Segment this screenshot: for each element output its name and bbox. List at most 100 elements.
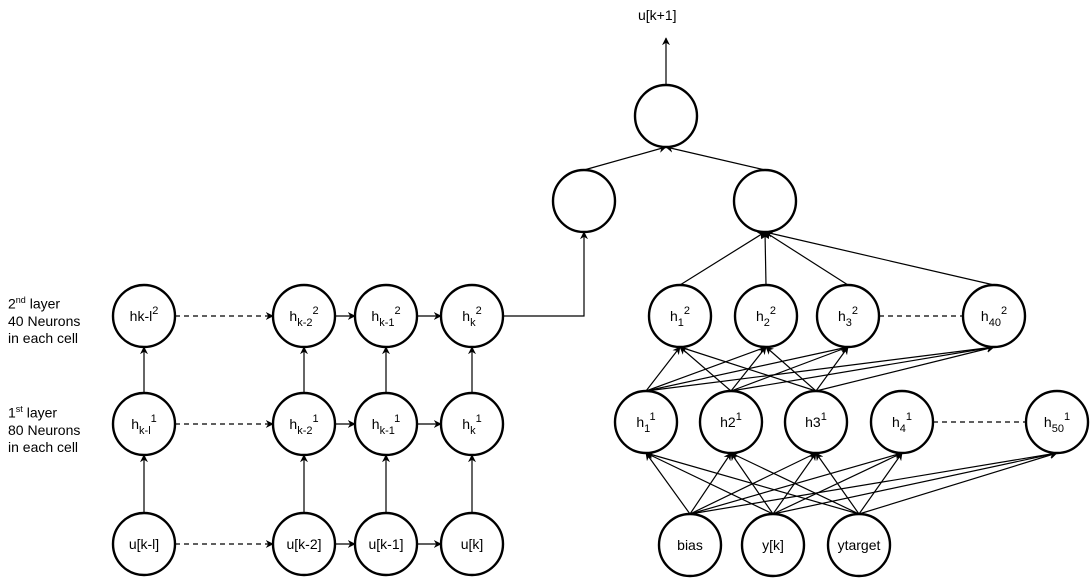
layer2-label-line1: 2nd layer [8, 295, 61, 312]
node-circle [439, 391, 505, 457]
node-hk2_1: hk-21 [271, 391, 337, 457]
node-merge_right [732, 168, 798, 234]
layer1-label-line2: 80 Neurons [8, 421, 81, 438]
node-label: hk-11 [372, 413, 400, 437]
node-h50_1: h501 [1024, 389, 1090, 455]
node-circle [815, 283, 881, 349]
node-h4_1: h41 [869, 389, 935, 455]
node-hk2_2: hk-22 [271, 283, 337, 349]
node-circle [111, 391, 177, 457]
layer2-label: 2nd layer 40 Neurons in each cell [8, 292, 80, 347]
node-h1_2: h12 [647, 283, 713, 349]
edge-h3_1-to-h40_2 [815, 344, 995, 392]
node-circle [740, 512, 806, 578]
edge-h2_1-to-h1_2 [679, 346, 732, 392]
edge-h1_1-to-h1_2 [645, 346, 681, 392]
node-label: h32 [838, 305, 858, 329]
layer2-label-line3: in each cell [8, 329, 79, 346]
node-circle [271, 391, 337, 457]
node-circle [111, 511, 177, 577]
edge-merge-right-to-output [665, 144, 766, 171]
node-label: u[k-l] [129, 536, 159, 552]
node-circle [353, 391, 419, 457]
edge-bias-to-h1_1 [645, 452, 691, 515]
edge-merge-left-to-output [583, 145, 667, 171]
layer1-label: 1st layer 80 Neurons in each cell [8, 401, 80, 456]
nodes-group: hk-l2 hk-22 hk-12 hk2 hk-l1 hk-21 hk-11 hk1 u[k-… [111, 83, 1090, 578]
output-label: u[k+1] [638, 7, 677, 23]
node-circle [439, 511, 505, 577]
edge-h2_1-to-h40_2 [730, 344, 995, 392]
edge-ytarget-to-h4_1 [858, 452, 903, 515]
node-circle [698, 389, 764, 455]
edge-yk-to-h1_1 [645, 452, 774, 515]
node-h1_1: h11 [613, 389, 679, 455]
node-h3_1: h31 [783, 389, 849, 455]
node-circle [353, 283, 419, 349]
node-label: ytarget [838, 537, 881, 553]
edges-group [140, 37, 1058, 548]
node-label: h22 [756, 305, 776, 329]
node-circle [439, 283, 505, 349]
node-hkl1: hk-l1 [111, 391, 177, 457]
node-label: hk-21 [289, 413, 318, 437]
layer2-label-line2: 40 Neurons [8, 312, 81, 329]
node-label: h501 [1044, 411, 1070, 435]
node-circle [733, 283, 799, 349]
node-h2_1: h21 [698, 389, 764, 455]
edge-bias-to-h50_1 [689, 450, 1058, 515]
node-hk_1: hk1 [439, 391, 505, 457]
edge-ytarget-to-h2_1 [730, 452, 860, 515]
node-label: hk-l1 [131, 413, 157, 437]
edge-h3_1-to-h1_2 [679, 345, 817, 392]
edge-h1_1-to-h40_2 [645, 343, 995, 392]
node-label: u[k-2] [286, 536, 321, 552]
node-label: h402 [981, 305, 1007, 329]
edge-h3_2-to-merge_right [764, 231, 849, 286]
node-uk1: u[k-1] [353, 511, 419, 577]
node-circle [1024, 389, 1090, 455]
edge-hk2-to-merge-left [503, 231, 588, 317]
node-label: h11 [636, 411, 655, 435]
node-ytarget: ytarget [826, 512, 892, 578]
node-circle [732, 168, 798, 234]
node-circle [353, 511, 419, 577]
edge-h2_2-to-merge_right [761, 231, 770, 286]
edge-h40_2-to-merge_right [764, 229, 995, 286]
edge-h1_2-to-merge_right [679, 231, 766, 286]
node-hk_2: hk2 [439, 283, 505, 349]
node-label: hk1 [462, 413, 481, 437]
node-bias: bias [657, 512, 723, 578]
node-circle [633, 83, 699, 149]
layer1-label-line3: in each cell [8, 438, 79, 455]
node-label: hk2 [462, 305, 481, 329]
node-hk1_1: hk-11 [353, 391, 419, 457]
node-label: h21 [720, 411, 742, 430]
node-h3_2: h32 [815, 283, 881, 349]
node-label: u[k-1] [368, 536, 403, 552]
node-h2_2: h22 [733, 283, 799, 349]
node-circle [826, 512, 892, 578]
node-circle [961, 283, 1027, 349]
edge-h3_1-to-h3_2 [815, 346, 849, 392]
node-circle [111, 283, 177, 349]
node-label: y[k] [762, 537, 784, 553]
node-label: hk-l2 [130, 305, 159, 324]
edge-ytarget-to-h1_1 [645, 451, 860, 515]
node-uk2: u[k-2] [271, 511, 337, 577]
edge-h3_1-to-h2_2 [765, 346, 817, 392]
node-circle [657, 512, 723, 578]
node-circle [869, 389, 935, 455]
node-uk: u[k] [439, 511, 505, 577]
node-label: hk-12 [371, 305, 400, 329]
node-hkl2: hk-l2 [111, 283, 177, 349]
node-label: bias [677, 537, 703, 553]
edge-h2_1-to-h3_2 [730, 345, 849, 392]
node-circle [271, 283, 337, 349]
node-yk: y[k] [740, 512, 806, 578]
node-h40_2: h402 [961, 283, 1027, 349]
node-out [633, 83, 699, 149]
edge-ytarget-to-h3_1 [815, 452, 860, 515]
node-circle [551, 168, 617, 234]
